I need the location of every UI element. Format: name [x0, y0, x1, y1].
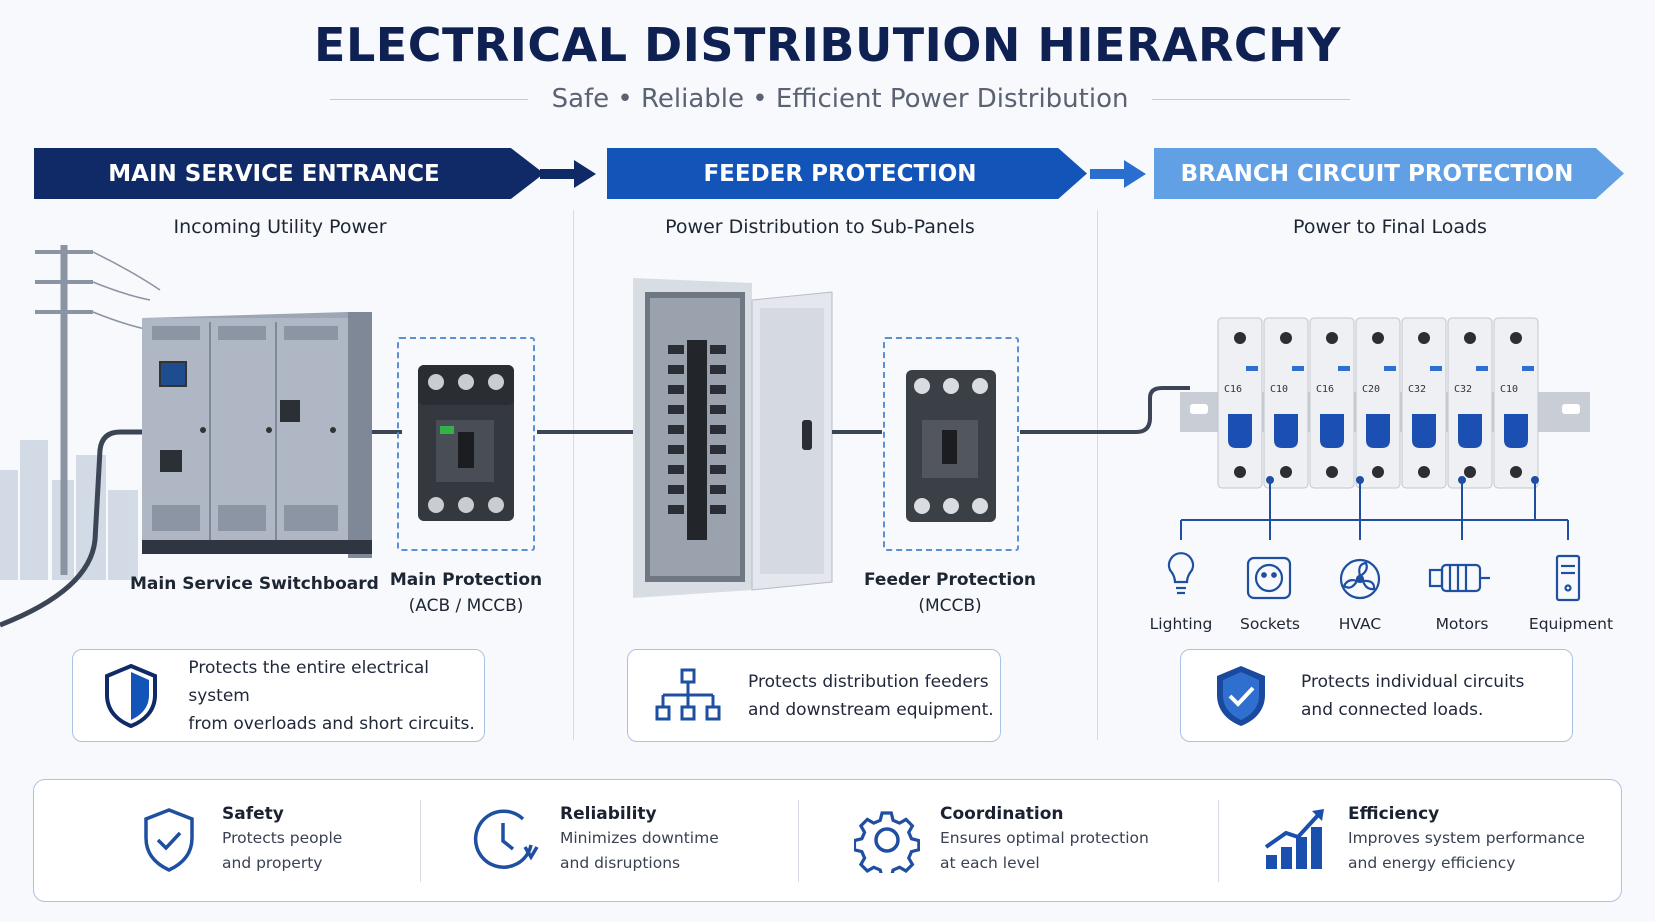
feeder-breaker-image: [906, 370, 996, 522]
switchboard-caption: Main Service Switchboard: [130, 574, 379, 594]
main-breaker-image: [418, 365, 514, 521]
lightbulb-icon: [1167, 552, 1195, 595]
subtitle-row: Safe • Reliable • Efficient Power Distri…: [330, 82, 1351, 116]
info-box-feeder: Protects distribution feeders and downst…: [627, 649, 1001, 742]
mcb-breaker: C16: [1217, 317, 1263, 489]
feature-desc-line: and property: [222, 854, 323, 872]
column-divider: [573, 210, 574, 740]
feature-divider: [420, 800, 421, 882]
feeder-protection-label: Feeder Protection: [864, 570, 1036, 590]
load-connection-lines: [1180, 476, 1569, 540]
feeder-protection-type: (MCCB): [918, 596, 982, 616]
info-box-branch: Protects individual circuits and connect…: [1180, 649, 1573, 742]
column-heading-distribution: Power Distribution to Sub-Panels: [665, 216, 975, 238]
stage-banner-branch: BRANCH CIRCUIT PROTECTION: [1154, 148, 1624, 199]
load-label-motors: Motors: [1435, 615, 1489, 633]
motor-icon: [1428, 563, 1490, 593]
stage-banner-main-service: MAIN SERVICE ENTRANCE: [34, 148, 544, 199]
feature-efficiency: Efficiency Improves system performance a…: [1260, 780, 1585, 900]
column-heading-final-loads: Power to Final Loads: [1293, 216, 1487, 238]
bar-chart-icon: [1260, 807, 1330, 873]
info-feeder-line-1: Protects distribution feeders: [748, 671, 989, 692]
stage-banner-feeder: FEEDER PROTECTION: [607, 148, 1087, 199]
features-panel: Safety Protects people and property Reli…: [33, 779, 1622, 902]
arrow-right-icon: [540, 160, 596, 188]
shield-check-icon: [1181, 663, 1301, 729]
feeder-protection-highlight: [883, 337, 1019, 551]
mcb-breaker: C16: [1309, 317, 1355, 489]
info-feeder-line-2: and downstream equipment.: [748, 699, 994, 720]
feature-desc-line: and energy efficiency: [1348, 854, 1516, 872]
mcb-breaker: C32: [1447, 317, 1493, 489]
info-branch-line-2: and connected loads.: [1301, 699, 1484, 720]
mcb-breaker: C10: [1263, 317, 1309, 489]
main-switchboard-image: [142, 312, 372, 558]
info-main-line-1: Protects the entire electrical system: [188, 657, 429, 706]
fan-icon: [1339, 558, 1381, 600]
info-main-line-2: from overloads and short circuits.: [188, 713, 475, 734]
feature-coordination: Coordination Ensures optimal protection …: [852, 780, 1149, 900]
page-subtitle: Safe • Reliable • Efficient Power Distri…: [551, 84, 1129, 114]
equipment-icon: [1555, 554, 1581, 602]
feature-desc-line: Minimizes downtime: [560, 829, 719, 847]
load-label-hvac: HVAC: [1338, 615, 1382, 633]
main-protection-label: Main Protection: [389, 570, 543, 590]
info-box-main: Protects the entire electrical system fr…: [72, 649, 485, 742]
feature-safety: Safety Protects people and property: [134, 780, 342, 900]
mcb-breaker: C32: [1401, 317, 1447, 489]
distribution-panel-image: [633, 278, 833, 598]
feature-title: Efficiency: [1348, 804, 1440, 824]
switchboard-label: Main Service Switchboard: [130, 574, 379, 594]
load-label-sockets: Sockets: [1240, 615, 1300, 633]
mcb-rating-label: C20: [1362, 384, 1380, 395]
mcb-rating-label: C16: [1224, 384, 1242, 395]
feature-divider: [798, 800, 799, 882]
clock-icon: [472, 807, 542, 873]
page-title: ELECTRICAL DISTRIBUTION HIERARCHY: [314, 18, 1341, 72]
mcb-rating-label: C32: [1408, 384, 1426, 395]
incoming-cable: [0, 429, 142, 628]
load-label-lighting: Lighting: [1149, 615, 1213, 633]
feeder-protection-caption: Feeder Protection (MCCB): [860, 570, 1040, 616]
feature-title: Coordination: [940, 804, 1064, 824]
mcb-rating-label: C16: [1316, 384, 1334, 395]
feature-desc-line: and disruptions: [560, 854, 681, 872]
feature-divider: [1218, 800, 1219, 882]
feature-title: Reliability: [560, 804, 657, 824]
feature-title: Safety: [222, 804, 284, 824]
utility-pole-icon: [35, 245, 161, 575]
mcb-rating-label: C10: [1270, 384, 1288, 395]
info-branch-line-1: Protects individual circuits: [1301, 671, 1525, 692]
main-protection-caption: Main Protection (ACB / MCCB): [376, 570, 556, 616]
mcb-breaker: C20: [1355, 317, 1401, 489]
column-divider: [1097, 210, 1098, 740]
feature-desc-line: Protects people: [222, 829, 343, 847]
main-protection-highlight: [397, 337, 535, 551]
arrow-right-icon: [1090, 160, 1146, 188]
shield-check-icon: [134, 807, 204, 873]
hierarchy-icon: [628, 667, 748, 725]
mcb-breaker: C10: [1493, 317, 1539, 489]
shield-icon: [73, 663, 188, 729]
main-protection-type: (ACB / MCCB): [408, 596, 524, 616]
feature-desc-line: at each level: [940, 854, 1040, 872]
subtitle-divider-left: [330, 98, 528, 100]
column-heading-incoming: Incoming Utility Power: [173, 216, 387, 238]
load-label-equipment: Equipment: [1528, 615, 1614, 633]
gear-icon: [852, 807, 922, 873]
feature-desc-line: Ensures optimal protection: [940, 829, 1149, 847]
subtitle-divider-right: [1152, 98, 1351, 100]
socket-icon: [1246, 556, 1292, 600]
mcb-row-image: C16 C10 C16 C20 C32 C32 C10: [1180, 317, 1590, 489]
city-skyline-icon: [0, 440, 138, 580]
feature-reliability: Reliability Minimizes downtime and disru…: [472, 780, 719, 900]
mcb-rating-label: C10: [1500, 384, 1518, 395]
mcb-rating-label: C32: [1454, 384, 1472, 395]
feature-desc-line: Improves system performance: [1348, 829, 1585, 847]
